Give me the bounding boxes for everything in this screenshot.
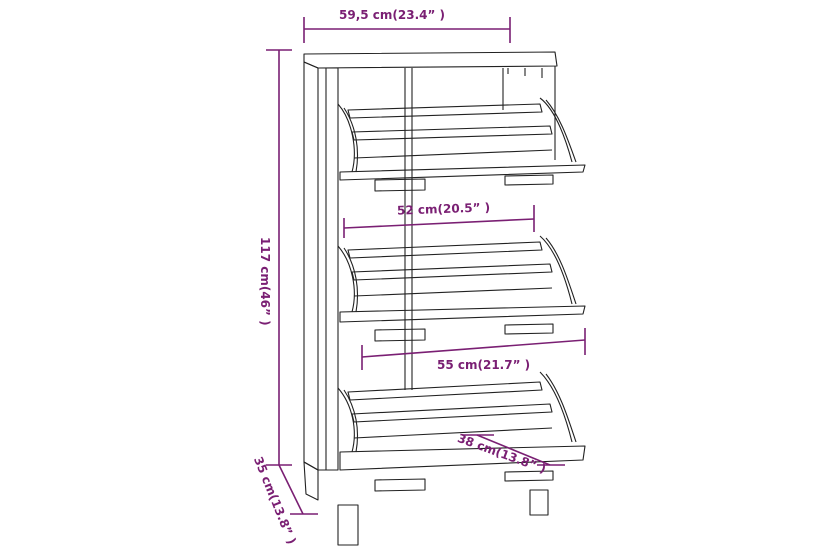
leg xyxy=(529,489,549,516)
open-width-dimension-label: 55 cm(21.7” ) xyxy=(437,358,531,372)
drawer-top xyxy=(337,97,586,192)
handle xyxy=(504,174,554,186)
drawer-middle xyxy=(337,235,586,342)
handle xyxy=(374,178,426,192)
height-dimension-label: 117 cm(46” ) xyxy=(258,237,272,326)
top-panel xyxy=(303,51,558,69)
leg xyxy=(337,504,359,546)
drawer-bottom xyxy=(337,371,586,492)
handle xyxy=(504,323,554,335)
handle xyxy=(374,328,426,342)
width-dimension-label: 59,5 cm(23.4” ) xyxy=(339,8,446,22)
handle xyxy=(374,478,426,492)
inner-width-dimension-label: 52 cm(20.5” ) xyxy=(396,200,491,218)
handle xyxy=(504,470,554,482)
